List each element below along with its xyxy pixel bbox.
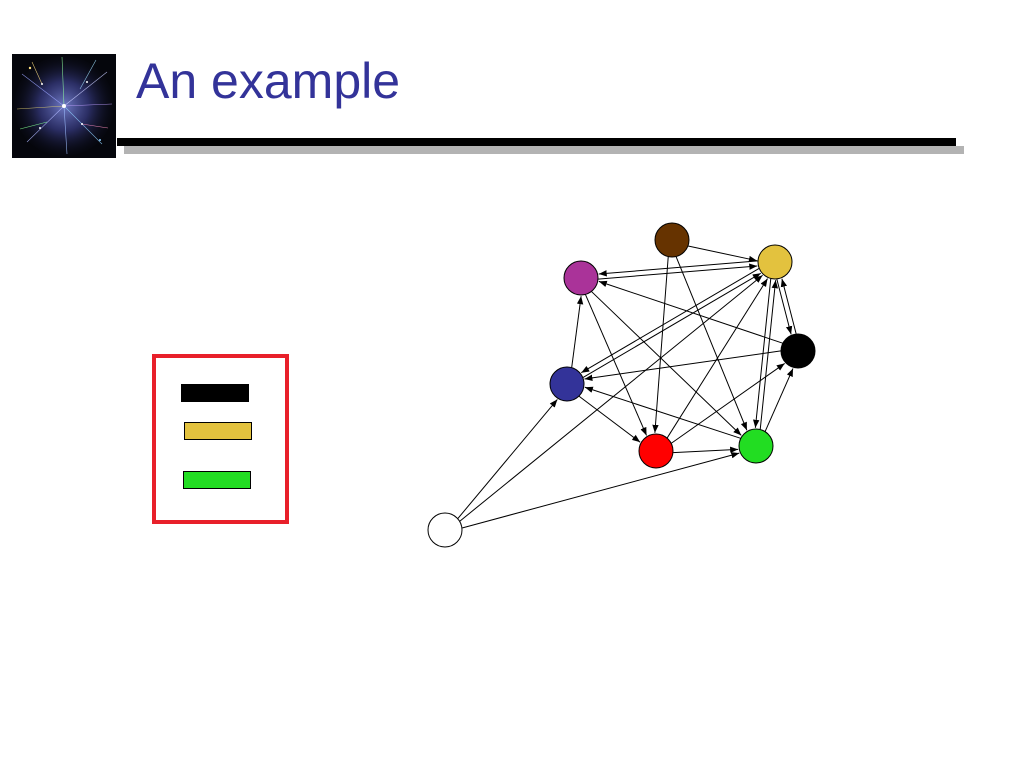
node-magenta bbox=[563, 260, 599, 296]
edge-gold-to-black bbox=[776, 278, 793, 335]
node-gold bbox=[757, 244, 793, 280]
title-underline bbox=[117, 138, 956, 146]
edge-black-to-blue bbox=[584, 350, 781, 382]
node-blue bbox=[549, 366, 585, 402]
edge-white-to-green bbox=[461, 452, 740, 529]
edge-white-to-gold bbox=[459, 274, 763, 522]
slide-title: An example bbox=[136, 53, 401, 109]
edge-brown-to-gold bbox=[687, 245, 757, 263]
node-red bbox=[638, 433, 674, 469]
edge-black-to-magenta bbox=[598, 280, 783, 344]
edge-blue-to-magenta bbox=[571, 296, 584, 368]
edge-green-to-black bbox=[764, 368, 794, 432]
edge-magenta-to-gold bbox=[598, 263, 758, 280]
node-brown bbox=[654, 222, 690, 258]
edge-red-to-green bbox=[673, 446, 739, 454]
edge-red-to-black bbox=[671, 362, 786, 444]
edge-gold-to-magenta bbox=[598, 260, 758, 277]
edge-magenta-to-red bbox=[585, 294, 648, 436]
edge-red-to-gold bbox=[666, 278, 768, 439]
node-white bbox=[427, 512, 463, 548]
title-underline-shadow bbox=[124, 146, 964, 154]
legend-swatch-gold bbox=[184, 422, 252, 440]
edge-white-to-blue bbox=[457, 399, 558, 519]
edge-brown-to-green bbox=[675, 256, 748, 431]
edge-black-to-gold bbox=[780, 278, 797, 335]
node-black bbox=[780, 333, 816, 369]
legend-swatch-green bbox=[183, 471, 251, 489]
edge-green-to-blue bbox=[584, 386, 741, 439]
network-galaxy-icon bbox=[12, 54, 116, 158]
edge-blue-to-red bbox=[578, 395, 641, 443]
node-green bbox=[738, 428, 774, 464]
legend-box bbox=[152, 354, 289, 524]
legend-swatch-black bbox=[181, 384, 249, 402]
edge-green-to-gold bbox=[759, 280, 778, 430]
edge-gold-to-blue bbox=[581, 268, 760, 374]
edge-brown-to-red bbox=[652, 256, 669, 433]
edge-blue-to-gold bbox=[582, 272, 761, 378]
